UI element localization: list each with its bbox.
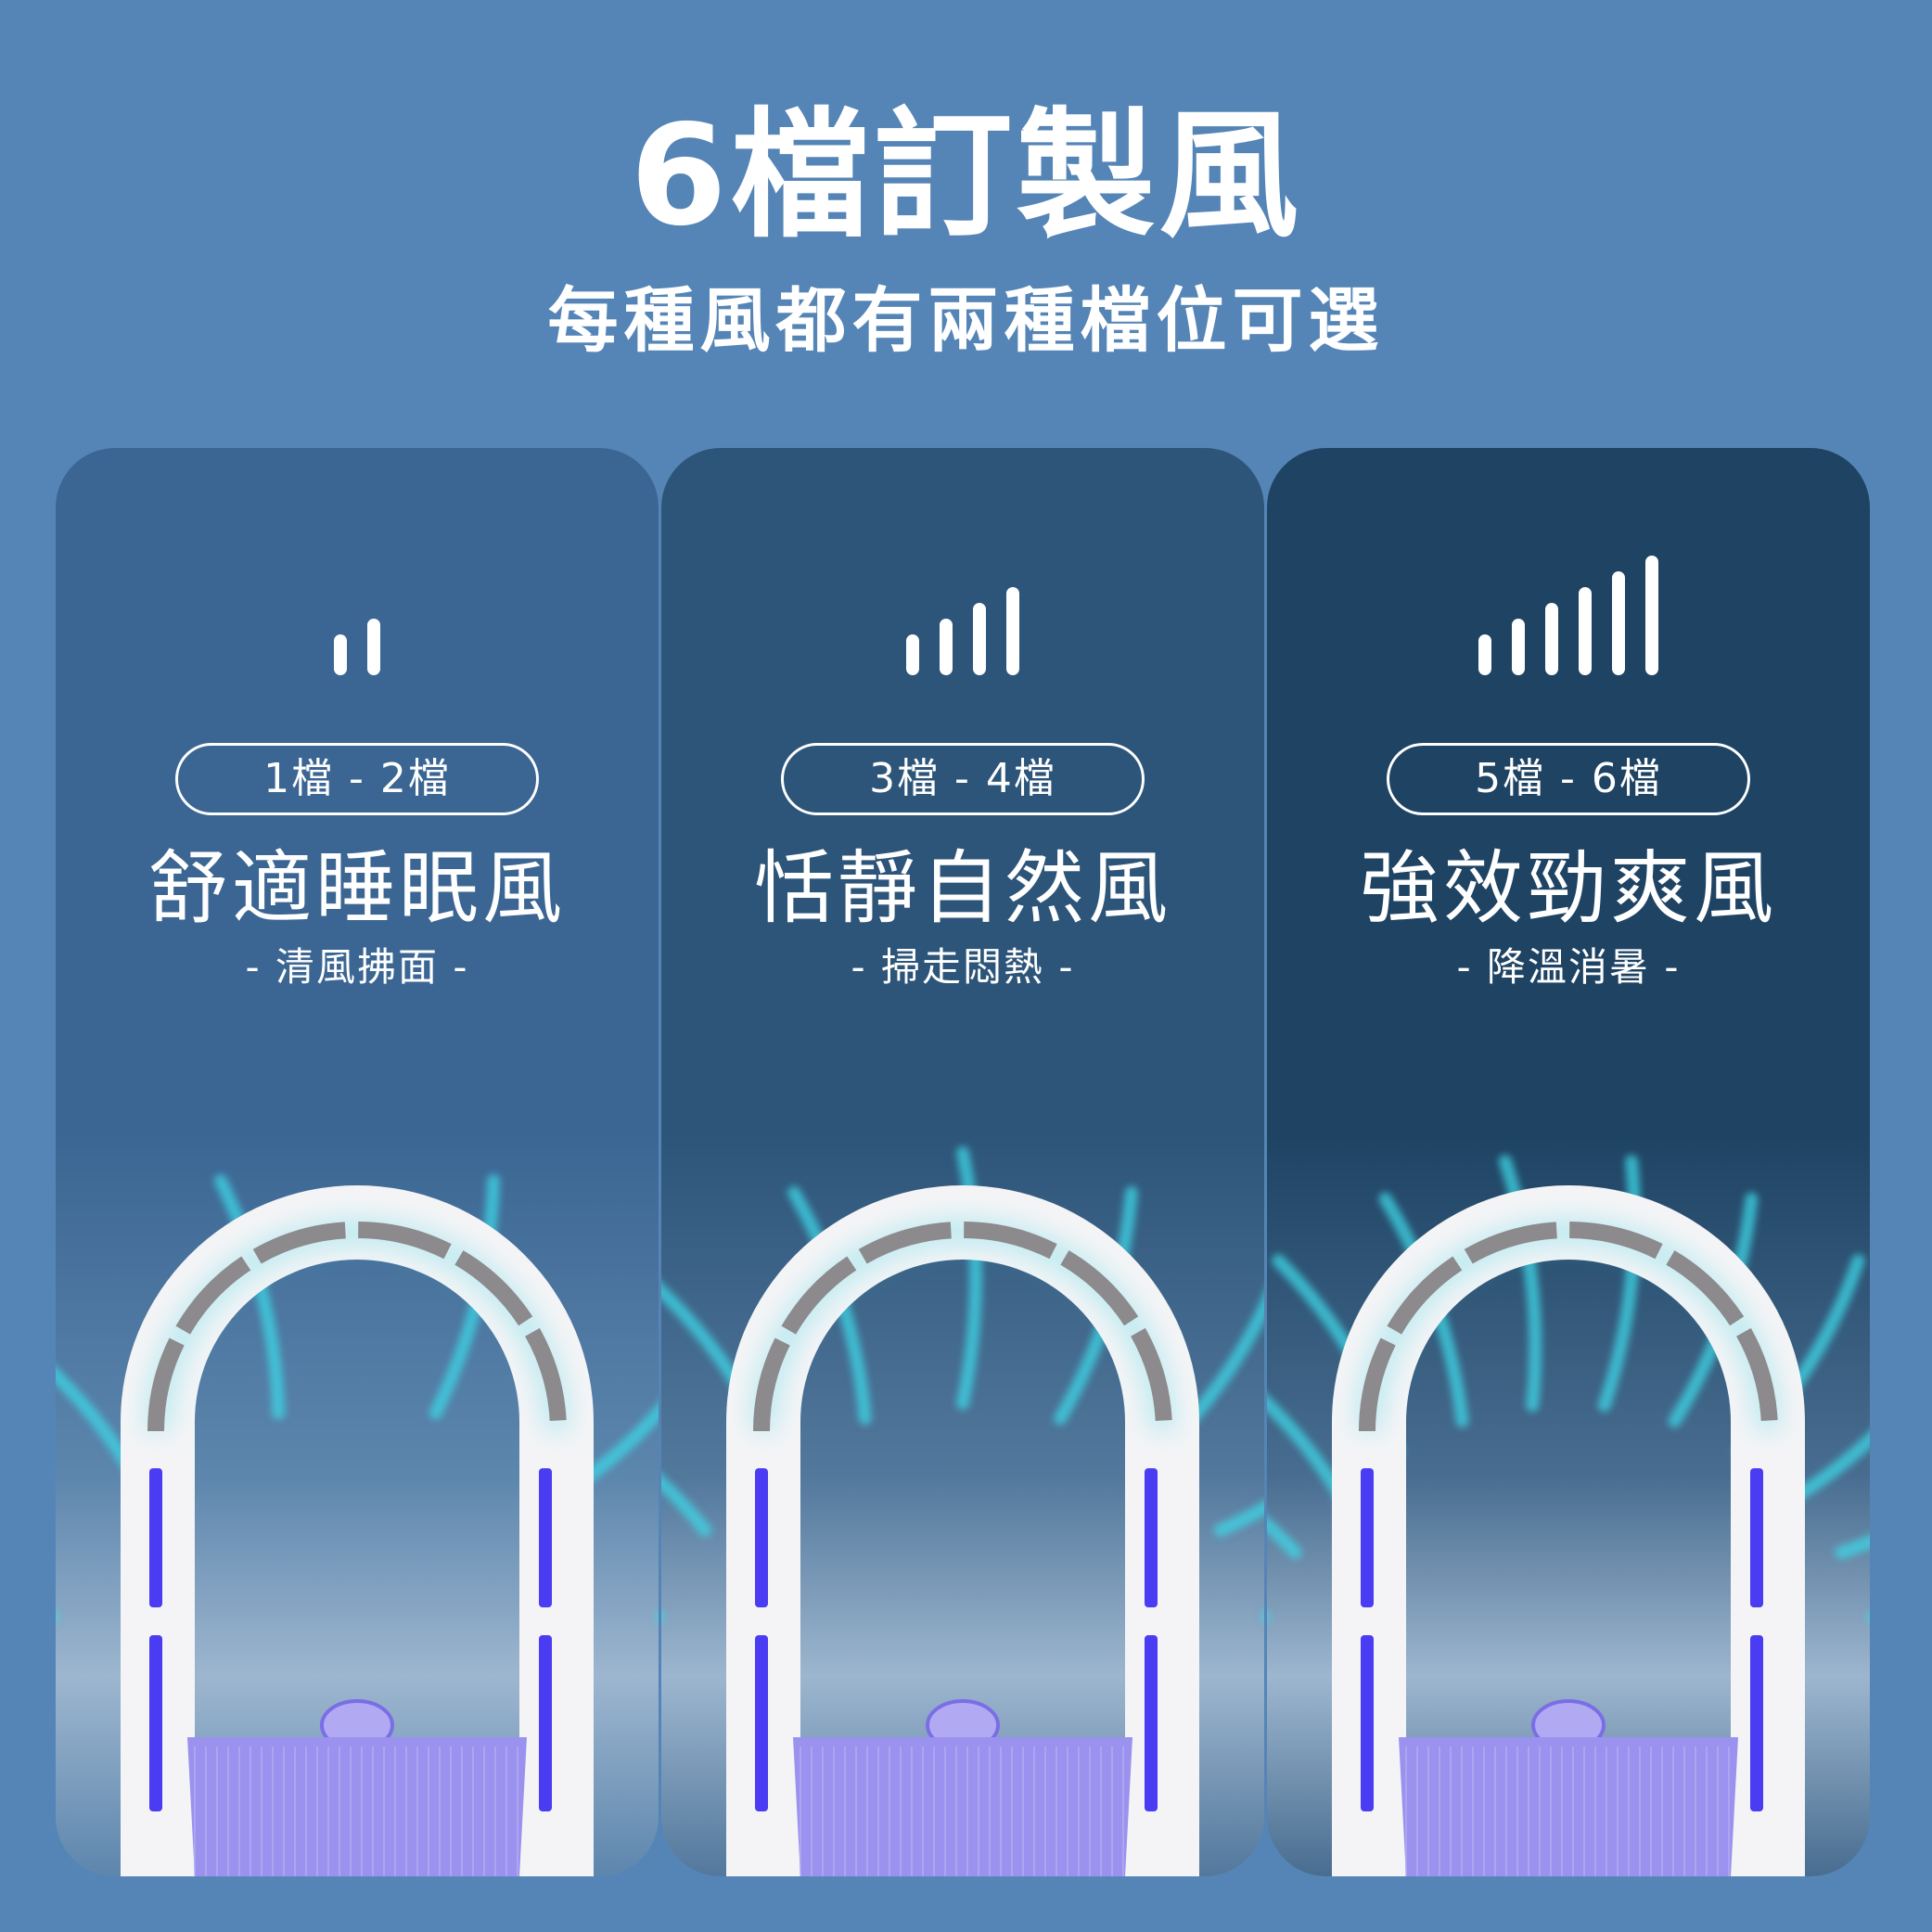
mode-description: - 掃走悶熱 - xyxy=(851,944,1075,990)
fan-mode-card-high: 5檔 - 6檔 強效勁爽風 - 降溫消暑 - xyxy=(1267,448,1870,1876)
mode-title: 恬靜自然風 xyxy=(754,842,1171,935)
signal-bar xyxy=(940,619,953,675)
fan-mode-card-low: 1檔 - 2檔 舒適睡眠風 - 清風拂面 - xyxy=(56,448,659,1876)
neck-fan-body xyxy=(1332,1185,1805,1876)
signal-bar xyxy=(1579,587,1592,675)
signal-bar xyxy=(973,603,986,675)
signal-bar xyxy=(1612,571,1625,675)
signal-strength-icon xyxy=(1478,556,1658,675)
signal-bar xyxy=(906,634,919,675)
signal-bar xyxy=(367,619,380,675)
fan-illustration xyxy=(1267,448,1870,1876)
signal-bar xyxy=(334,634,347,675)
signal-bar xyxy=(1512,619,1525,675)
signal-bar xyxy=(1006,587,1019,675)
mode-description: - 降溫消暑 - xyxy=(1456,944,1681,990)
signal-bar xyxy=(1645,556,1658,675)
level-badge: 5檔 - 6檔 xyxy=(1387,743,1750,815)
fan-illustration xyxy=(56,448,659,1876)
page-subtitle: 每種風都有兩種檔位可選 xyxy=(547,279,1385,362)
mode-description: - 清風拂面 - xyxy=(245,944,469,990)
neck-fan-body xyxy=(121,1185,594,1876)
fan-illustration xyxy=(661,448,1264,1876)
neck-fan-body xyxy=(726,1185,1199,1876)
page-title: 6檔訂製風 xyxy=(630,96,1302,257)
signal-strength-icon xyxy=(334,619,380,675)
level-badge: 3檔 - 4檔 xyxy=(781,743,1145,815)
signal-strength-icon xyxy=(906,587,1019,675)
mode-title: 舒適睡眠風 xyxy=(148,842,566,935)
fan-mode-card-medium: 3檔 - 4檔 恬靜自然風 - 掃走悶熱 - xyxy=(661,448,1264,1876)
signal-bar xyxy=(1478,634,1491,675)
mode-title: 強效勁爽風 xyxy=(1360,842,1777,935)
signal-bar xyxy=(1545,603,1558,675)
level-badge: 1檔 - 2檔 xyxy=(175,743,539,815)
